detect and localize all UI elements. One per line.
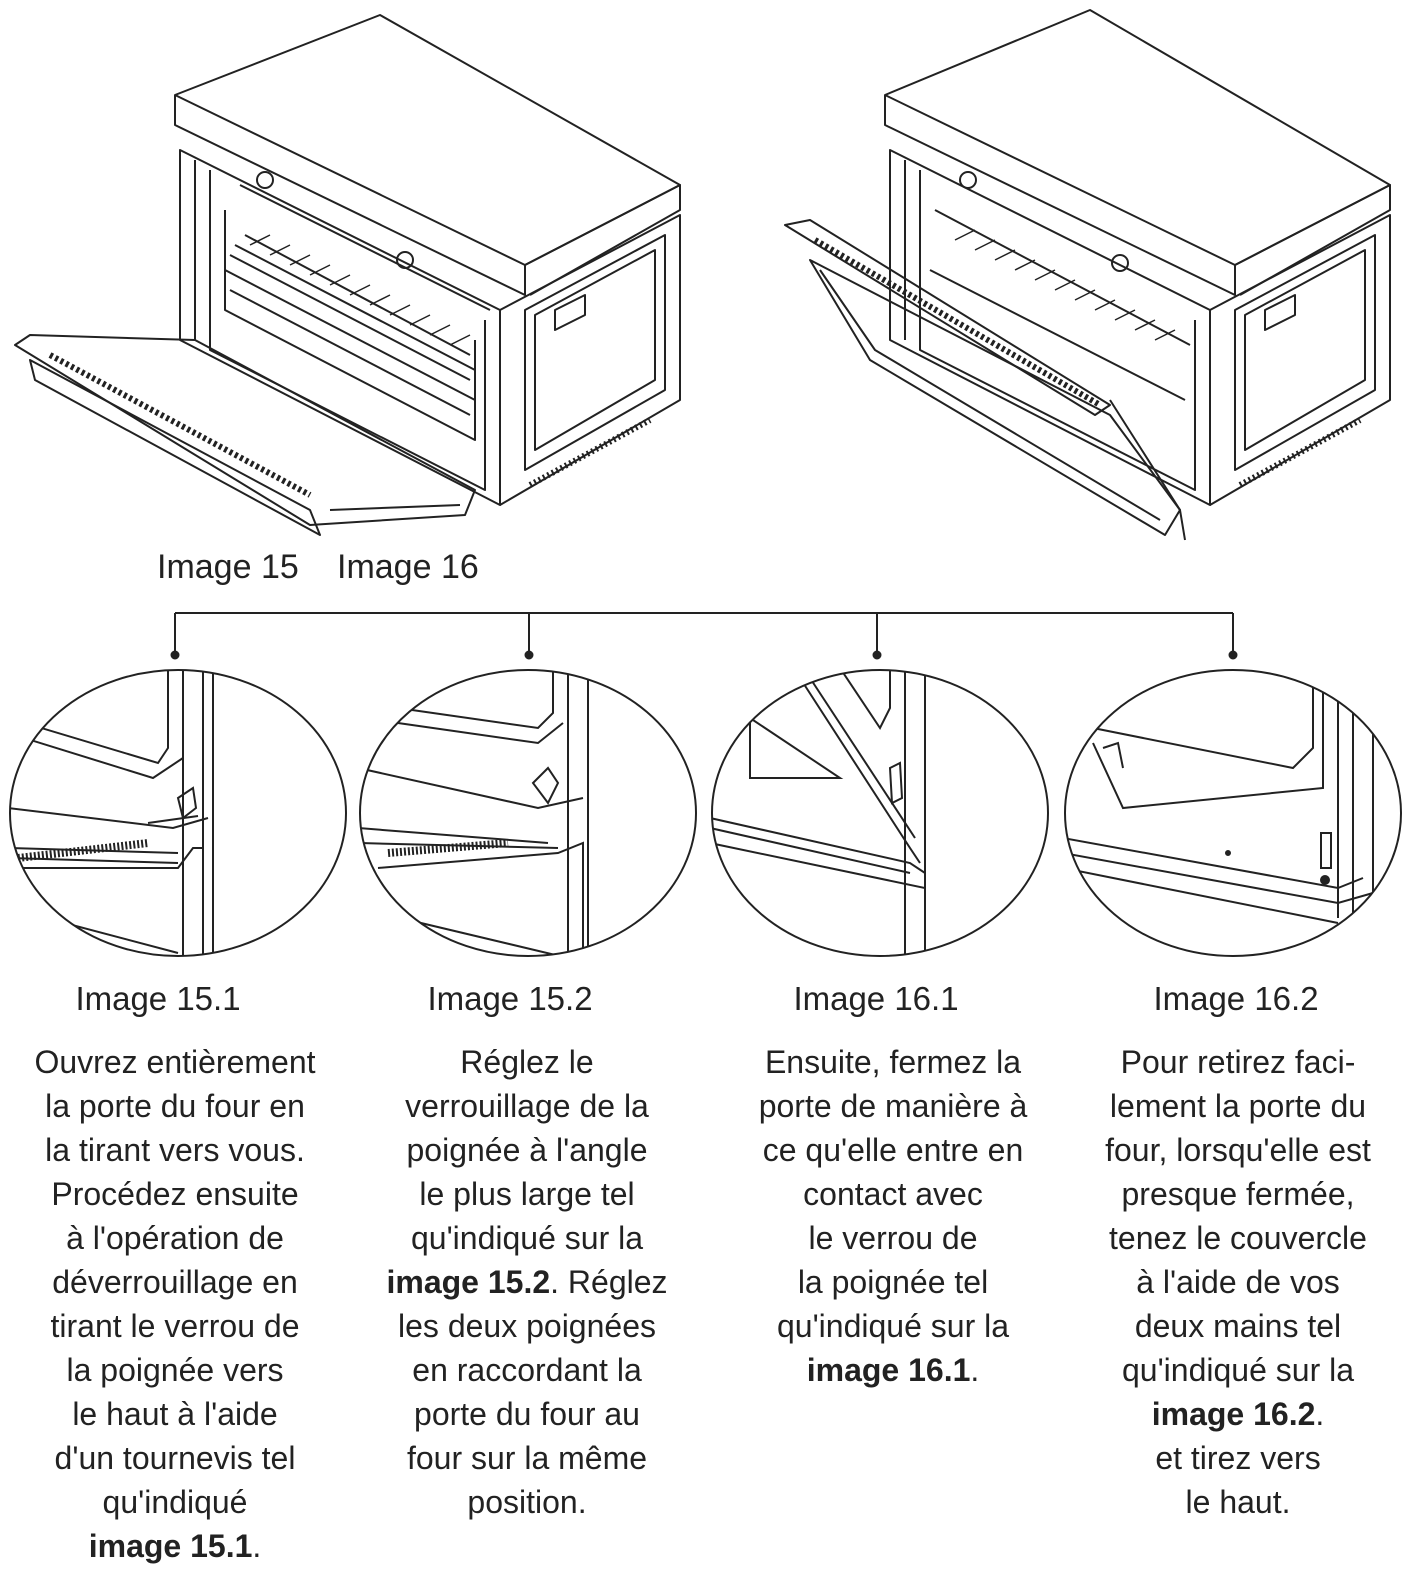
instruction-line-rest: . Réglez [550, 1264, 668, 1300]
instruction-line: qu'indiqué sur la [410, 1220, 644, 1256]
instruction-line: le plus large tel [419, 1176, 635, 1212]
instruction-line: qu'indiqué sur la [776, 1308, 1010, 1344]
instruction-line: porte de manière à [758, 1088, 1028, 1124]
instruction-line-rest: . [970, 1352, 980, 1388]
instruction-line: verrouillage de la [405, 1088, 649, 1124]
instructions-15-2: Réglez le verrouillage de la poignée à l'a… [352, 1040, 702, 1524]
instruction-line: image 16.1. [718, 1348, 1068, 1392]
instruction-line: Ouvrez entièrement [34, 1044, 316, 1080]
detail-16-2-illustration [1063, 668, 1403, 963]
instruction-line: qu'indiqué [102, 1484, 248, 1520]
detail-15-1-illustration [8, 668, 348, 963]
oven-door-closing-illustration [780, 5, 1410, 550]
instruction-line: Pour retirez faci- [1120, 1044, 1356, 1080]
detail-16-1-illustration [710, 668, 1050, 963]
instruction-line: Ensuite, fermez la [764, 1044, 1022, 1080]
detail-15-2-caption: Image 15.2 [427, 980, 593, 1017]
instruction-line: à l'opération de [66, 1220, 284, 1256]
figure-reference: image 16.1 [806, 1352, 971, 1388]
detail-16-2-caption: Image 16.2 [1153, 980, 1319, 1017]
instruction-line-rest: . [252, 1528, 262, 1564]
instruction-line: le verrou de [808, 1220, 978, 1256]
instruction-line: image 15.2. Réglez [352, 1260, 702, 1304]
instruction-line: image 15.1. [0, 1524, 350, 1568]
detail-15-1-caption: Image 15.1 [75, 980, 241, 1017]
detail-connector-lines [170, 612, 1238, 660]
figure-reference: image 15.2 [386, 1264, 551, 1300]
instruction-line: la porte du four en [45, 1088, 305, 1124]
instruction-line: à l'aide de vos [1136, 1264, 1340, 1300]
instruction-line: et tirez vers [1155, 1440, 1321, 1476]
instruction-line: les deux poignées [398, 1308, 656, 1344]
oven-door-open-illustration [10, 10, 700, 550]
instruction-line: poignée à l'angle [406, 1132, 648, 1168]
instruction-line: en raccordant la [412, 1352, 642, 1388]
instruction-line-rest: . [1315, 1396, 1325, 1432]
image-16-caption: Image 16 [337, 548, 479, 586]
instruction-line: la tirant vers vous. [45, 1132, 305, 1168]
instruction-line: porte du four au [414, 1396, 640, 1432]
instruction-line: déverrouillage en [52, 1264, 298, 1300]
instruction-line: four sur la même [406, 1440, 648, 1476]
instruction-line: lement la porte du [1109, 1088, 1367, 1124]
instruction-line: tenez le couvercle [1109, 1220, 1367, 1256]
instruction-line: position. [467, 1484, 587, 1520]
instructions-16-1: Ensuite, fermez la porte de manière à ce q… [718, 1040, 1068, 1392]
instruction-line: le haut. [1185, 1484, 1291, 1520]
instruction-line: ce qu'elle entre en [762, 1132, 1024, 1168]
instruction-line: presque fermée, [1121, 1176, 1355, 1212]
instructions-16-2: Pour retirez faci-lement la porte du four… [1063, 1040, 1413, 1524]
instruction-line: d'un tournevis tel [54, 1440, 296, 1476]
figure-reference: image 15.1 [88, 1528, 253, 1564]
instruction-line: contact avec [803, 1176, 983, 1212]
instruction-line: tirant le verrou de [50, 1308, 300, 1344]
detail-15-2-illustration [358, 668, 698, 963]
instruction-line: Procédez ensuite [51, 1176, 299, 1212]
instruction-line: deux mains tel [1134, 1308, 1342, 1344]
instruction-line: la poignée vers [66, 1352, 284, 1388]
instruction-line: le haut à l'aide [72, 1396, 278, 1432]
image-15-caption: Image 15 [157, 548, 299, 586]
instruction-line: four, lorsqu'elle est [1105, 1132, 1371, 1168]
detail-16-1-caption: Image 16.1 [793, 980, 959, 1017]
instruction-line: qu'indiqué sur la [1121, 1352, 1355, 1388]
instruction-line: la poignée tel [797, 1264, 989, 1300]
instructions-15-1: Ouvrez entièrement la porte du four en la … [0, 1040, 350, 1568]
instruction-line: Réglez le [460, 1044, 594, 1080]
instruction-line: image 16.2. [1063, 1392, 1413, 1436]
figure-reference: image 16.2 [1151, 1396, 1316, 1432]
